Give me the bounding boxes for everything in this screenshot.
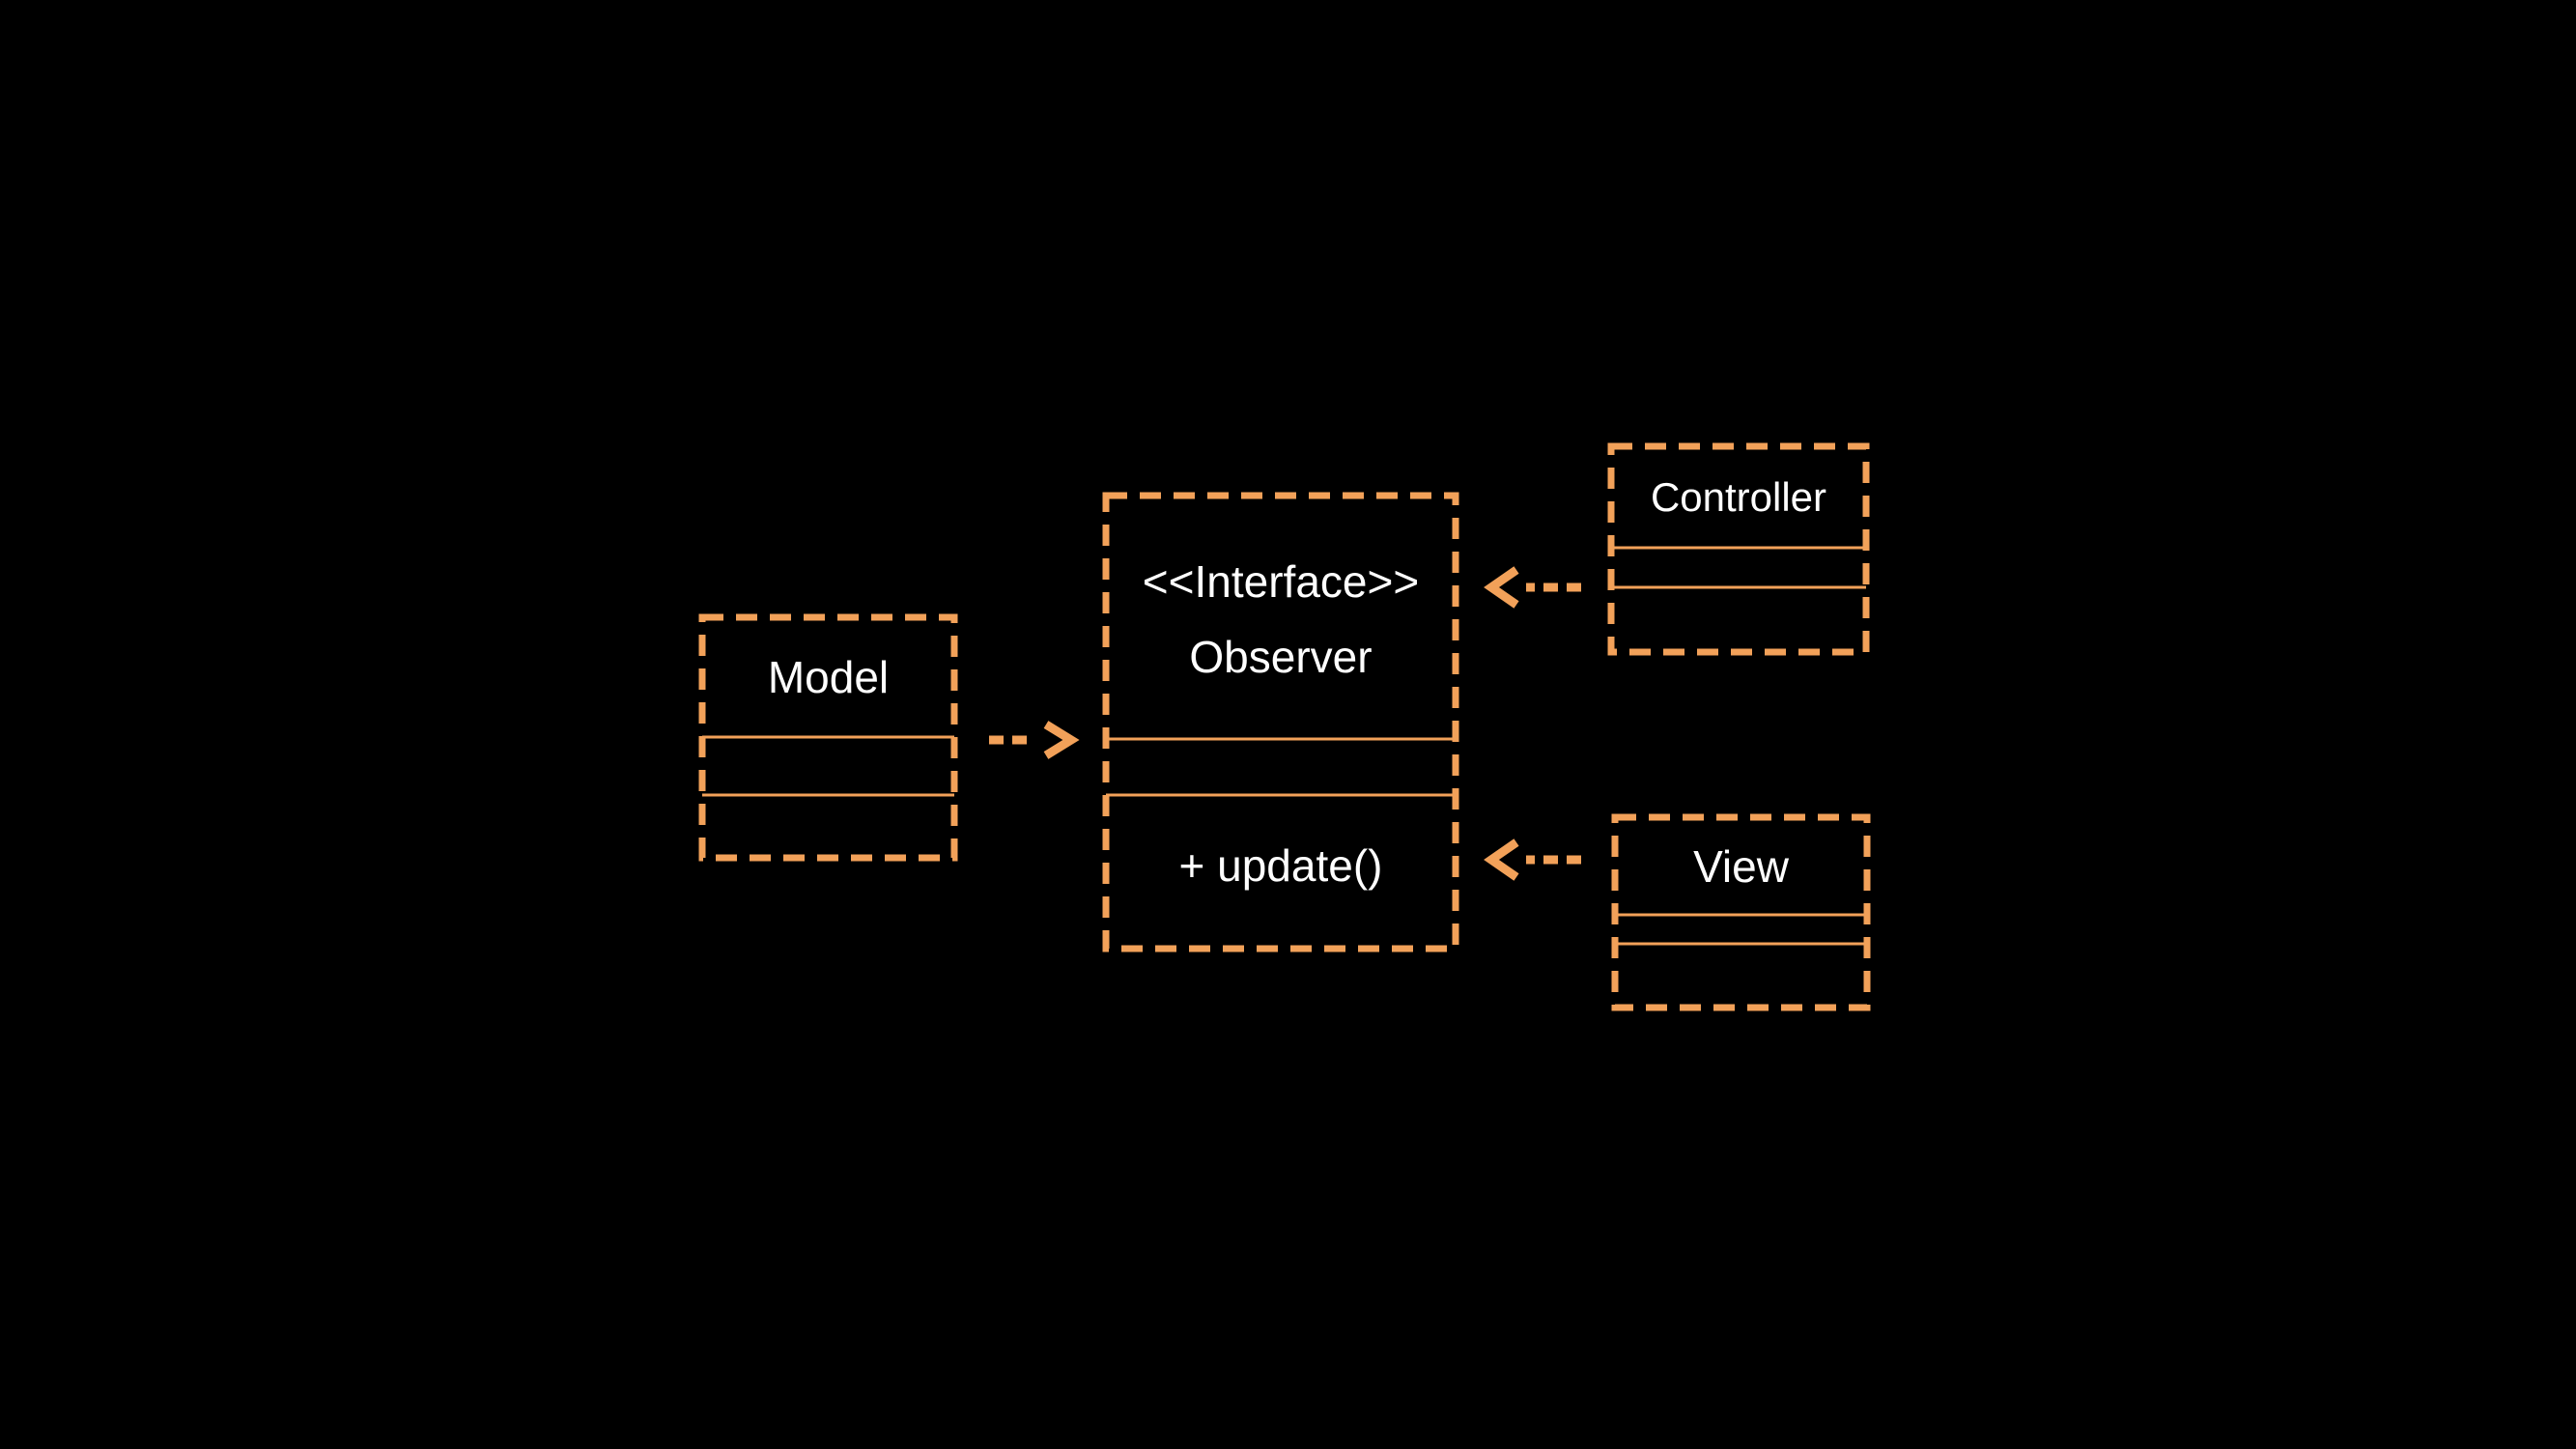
observer-class-name: Observer bbox=[1189, 632, 1373, 682]
controller-class-name: Controller bbox=[1650, 473, 1827, 520]
model-class-box bbox=[698, 613, 958, 862]
controller-class-box bbox=[1607, 442, 1870, 656]
observer-box-border bbox=[1102, 492, 1459, 952]
arrow-view-to-observer-head-icon bbox=[1484, 838, 1519, 881]
arrow-view-to-observer bbox=[1484, 838, 1581, 881]
view-class-box bbox=[1611, 813, 1871, 1011]
observer-update-operation: + update() bbox=[1178, 840, 1383, 891]
view-box-border bbox=[1611, 813, 1871, 1011]
arrow-controller-to-observer bbox=[1484, 566, 1581, 609]
observer-stereotype: <<Interface>> bbox=[1142, 556, 1420, 607]
view-class-name: View bbox=[1693, 840, 1789, 892]
observer-interface-box bbox=[1102, 492, 1459, 952]
arrow-model-to-observer-head-icon bbox=[1043, 721, 1080, 759]
model-class-name: Model bbox=[767, 652, 890, 702]
arrow-model-to-observer bbox=[989, 721, 1080, 759]
arrow-controller-to-observer-head-icon bbox=[1484, 566, 1519, 609]
